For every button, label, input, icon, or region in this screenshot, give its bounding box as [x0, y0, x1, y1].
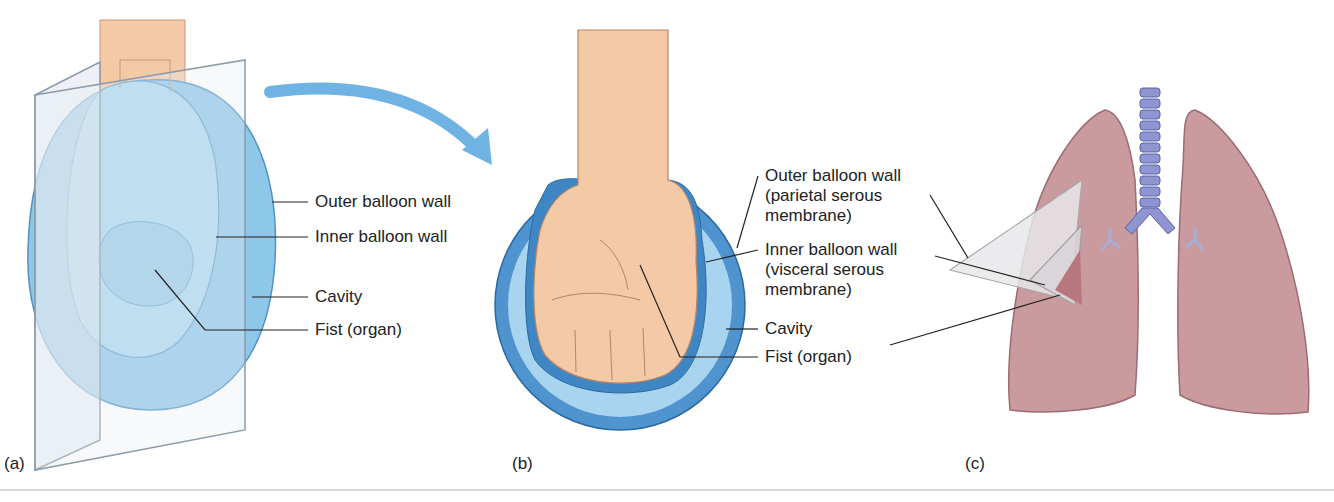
part-label: Fist (organ) — [765, 347, 852, 367]
illustration-part — [272, 201, 308, 202]
illustration-part — [1125, 208, 1175, 234]
part-label: Cavity — [765, 319, 812, 339]
part-label: Outer balloon wall (parietal serous memb… — [765, 166, 935, 226]
illustration-part — [737, 176, 758, 248]
illustration-part — [640, 265, 758, 357]
illustration-part — [155, 270, 308, 330]
illustration-part — [930, 195, 968, 258]
illustration-part — [252, 296, 308, 297]
illustration-part — [216, 236, 308, 237]
leader-lines — [890, 195, 1060, 345]
part-label: Outer balloon wall — [315, 192, 451, 212]
illustration-part — [575, 330, 576, 372]
lungs — [950, 88, 1309, 414]
illustration-part — [1140, 187, 1160, 196]
transition-arrow — [270, 89, 478, 150]
illustration-part — [1102, 228, 1120, 250]
illustration-part — [1140, 154, 1160, 163]
illustration-part — [935, 256, 1045, 285]
illustration-part — [1140, 110, 1160, 119]
illustration-part — [1140, 99, 1160, 108]
illustration-part — [706, 250, 758, 262]
illustration-part — [890, 295, 1060, 345]
illustration-part — [1140, 132, 1160, 141]
bottom-rule — [0, 489, 1334, 491]
illustration-part — [600, 240, 628, 290]
illustration-part — [726, 328, 758, 329]
illustration-part — [1140, 88, 1160, 97]
illustration-part — [1178, 110, 1309, 414]
panel-letter: (b) — [512, 454, 533, 474]
illustration-part — [1140, 198, 1160, 207]
trachea — [1125, 88, 1175, 234]
panel-letter: (a) — [4, 454, 25, 474]
part-label: Cavity — [315, 287, 362, 307]
balloon-figure — [28, 20, 276, 470]
part-label: Inner balloon wall — [315, 227, 447, 247]
lung-tissue — [1055, 250, 1082, 305]
illustration-part — [1185, 228, 1203, 250]
glass-plate — [35, 60, 245, 470]
illustration-part — [1140, 176, 1160, 185]
illustration-part — [1140, 121, 1160, 130]
leader-lines — [640, 176, 758, 357]
fist — [534, 30, 697, 383]
leader-lines — [155, 202, 308, 330]
illustration-part — [610, 330, 612, 380]
visceral-pleura — [1030, 225, 1082, 305]
illustration-part — [643, 328, 645, 376]
arrow-head — [462, 128, 492, 165]
illustration-part — [1140, 165, 1160, 174]
part-label: Fist (organ) — [315, 320, 402, 340]
panel-letter: (c) — [965, 454, 985, 474]
balloon-section — [495, 30, 745, 430]
illustration-part — [552, 240, 645, 380]
illustration-part — [1140, 143, 1160, 152]
illustration-part — [552, 293, 640, 300]
part-label: Inner balloon wall (visceral serous memb… — [765, 240, 935, 300]
